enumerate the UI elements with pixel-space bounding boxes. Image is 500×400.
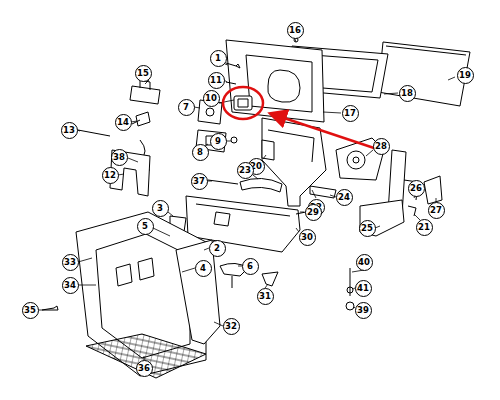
callout-number: 11 (208, 72, 225, 89)
callout-number: 4 (195, 260, 212, 277)
callout-number: 39 (355, 302, 372, 319)
callout-number: 30 (299, 229, 316, 246)
callout-number: 33 (62, 254, 79, 271)
callout-number: 38 (111, 149, 128, 166)
callout-number: 10 (203, 90, 220, 107)
callout-number: 9 (210, 133, 227, 150)
callout-number: 32 (223, 318, 240, 335)
callout-number: 23 (237, 162, 254, 179)
callout-number: 26 (408, 180, 425, 197)
callout-number: 31 (257, 288, 274, 305)
callout-number: 2 (209, 240, 226, 257)
callout-number: 35 (22, 302, 39, 319)
callout-number: 15 (135, 65, 152, 82)
callout-number: 8 (192, 144, 209, 161)
callout-number: 25 (359, 220, 376, 237)
callout-number: 27 (428, 202, 445, 219)
callout-number: 1 (210, 50, 227, 67)
callout-number: 13 (61, 122, 78, 139)
callout-number: 40 (356, 254, 373, 271)
callout-number: 19 (457, 67, 474, 84)
callout-number: 24 (336, 189, 353, 206)
callout-number: 6 (242, 258, 259, 275)
callout-number: 14 (115, 114, 132, 131)
callout-number: 17 (342, 105, 359, 122)
callout-number: 12 (102, 167, 119, 184)
callout-number: 36 (136, 360, 153, 377)
callout-number: 18 (399, 85, 416, 102)
callout-number: 3 (152, 200, 169, 217)
callout-number: 16 (287, 22, 304, 39)
callout-number: 37 (191, 173, 208, 190)
callout-number: 41 (355, 280, 372, 297)
callout-number: 21 (416, 219, 433, 236)
callout-number: 34 (62, 277, 79, 294)
callout-number: 5 (137, 218, 154, 235)
callout-number: 29 (305, 204, 322, 221)
callout-number: 28 (373, 138, 390, 155)
callout-number: 7 (178, 99, 195, 116)
